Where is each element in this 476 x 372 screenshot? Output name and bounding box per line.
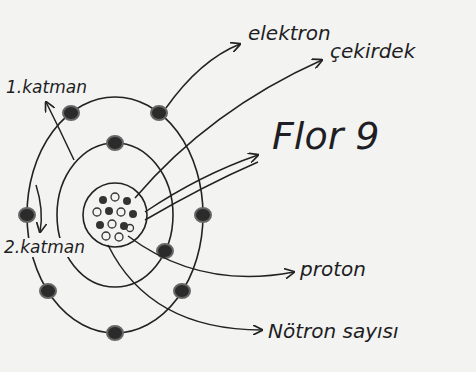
element-name: Flor 9 xyxy=(270,116,382,158)
shell-label: 1.katman xyxy=(4,78,89,97)
outer-shell xyxy=(27,97,203,333)
shell-label: 2.katman xyxy=(2,238,87,257)
neutron-label: Nötron sayısı xyxy=(266,320,401,342)
proton-label: proton xyxy=(298,258,368,280)
inner-shell xyxy=(57,143,173,287)
nucleus-label: çekirdek xyxy=(328,40,417,62)
electron-label: elektron xyxy=(246,22,333,44)
electrons xyxy=(19,106,211,340)
nucleus xyxy=(83,183,147,247)
